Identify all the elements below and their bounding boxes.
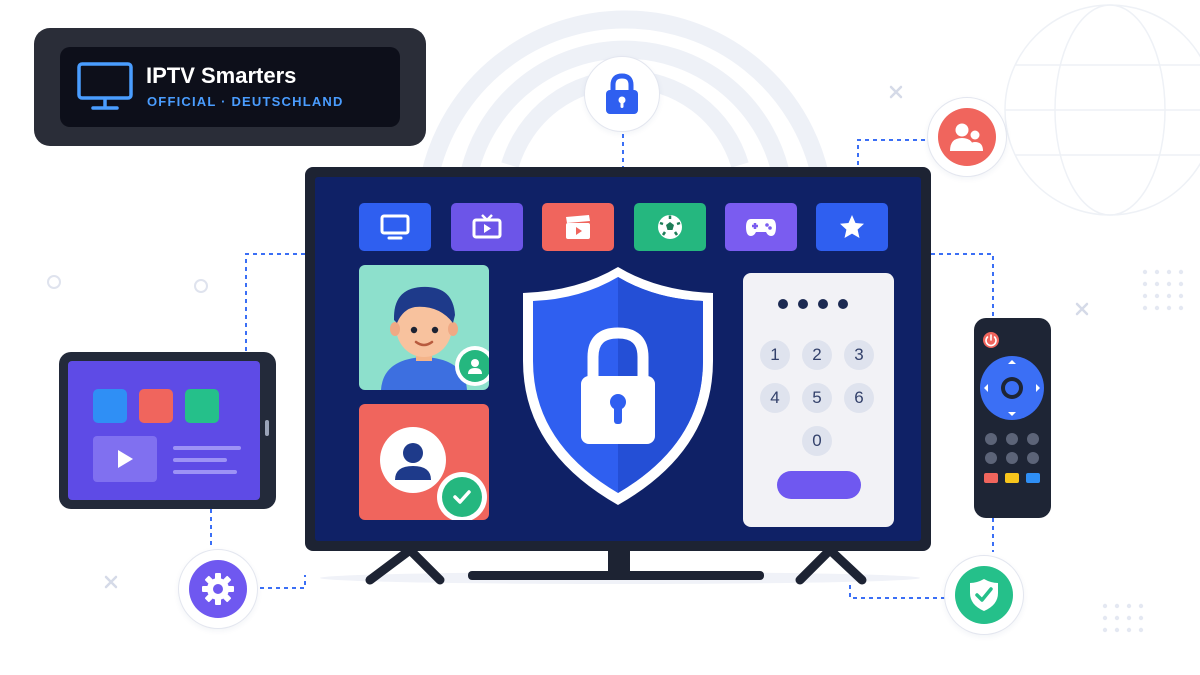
tablet-text-line	[173, 458, 227, 462]
app-tile-sports[interactable]	[634, 203, 706, 251]
gear-icon	[202, 573, 234, 605]
play-icon	[118, 450, 133, 468]
tablet-side-button	[265, 420, 269, 436]
tablet-screen	[68, 361, 260, 500]
pin-dot	[778, 299, 788, 309]
tv-icon	[472, 214, 502, 239]
user-avatar	[380, 427, 446, 493]
key-3[interactable]: 3	[844, 340, 874, 370]
check-badge-icon	[437, 472, 487, 520]
app-tile-tv[interactable]	[451, 203, 523, 251]
monitor-icon	[77, 62, 133, 110]
app-tile-games[interactable]	[725, 203, 797, 251]
remote-buttons	[980, 332, 1044, 483]
tablet-tile-blue[interactable]	[93, 389, 127, 423]
app-tile-favorites[interactable]	[816, 203, 888, 251]
key-2[interactable]: 2	[802, 340, 832, 370]
family-icon	[950, 123, 983, 151]
tablet-text-line	[173, 446, 241, 450]
tv-screen: 1 2 3 4 5 6 0	[315, 177, 921, 541]
remote-control	[974, 318, 1051, 518]
smart-tv: 1 2 3 4 5 6 0	[305, 167, 931, 551]
star-icon	[840, 215, 864, 238]
tablet-device	[59, 352, 276, 509]
tablet-tile-green[interactable]	[185, 389, 219, 423]
user-badge-icon	[455, 346, 489, 386]
shield-check-icon	[970, 579, 998, 611]
gamepad-icon	[746, 219, 776, 236]
profile-card-verified[interactable]	[359, 404, 489, 520]
key-6[interactable]: 6	[844, 383, 874, 413]
clapperboard-icon	[566, 215, 590, 239]
key-5[interactable]: 5	[802, 383, 832, 413]
soccer-ball-icon	[658, 215, 682, 239]
pin-dot	[838, 299, 848, 309]
profile-card-child[interactable]	[359, 265, 489, 390]
child-avatar	[381, 286, 467, 390]
user-icon	[395, 443, 431, 480]
monitor-icon	[380, 214, 410, 240]
lock-circle[interactable]	[584, 56, 660, 132]
key-4[interactable]: 4	[760, 383, 790, 413]
key-1[interactable]: 1	[760, 340, 790, 370]
pin-dot	[818, 299, 828, 309]
tablet-video-thumbnail[interactable]	[93, 436, 157, 482]
brand-badge: IPTV Smarters OFFICIAL · DEUTSCHLAND	[34, 28, 426, 146]
security-circle[interactable]	[944, 555, 1024, 635]
app-tile-movies[interactable]	[542, 203, 614, 251]
pin-keypad: 1 2 3 4 5 6 0	[743, 273, 894, 527]
padlock-icon	[606, 73, 638, 114]
tablet-text-line	[173, 470, 237, 474]
brand-subtitle: OFFICIAL · DEUTSCHLAND	[147, 94, 344, 109]
pin-dot	[798, 299, 808, 309]
settings-circle[interactable]	[178, 549, 258, 629]
shield-lock-icon	[523, 267, 713, 505]
confirm-button[interactable]	[777, 471, 861, 499]
key-0[interactable]: 0	[802, 426, 832, 456]
tablet-tile-red[interactable]	[139, 389, 173, 423]
app-tile-monitor[interactable]	[359, 203, 431, 251]
brand-badge-inner: IPTV Smarters OFFICIAL · DEUTSCHLAND	[60, 47, 400, 127]
brand-title: IPTV Smarters	[146, 63, 297, 88]
family-circle[interactable]	[927, 97, 1007, 177]
